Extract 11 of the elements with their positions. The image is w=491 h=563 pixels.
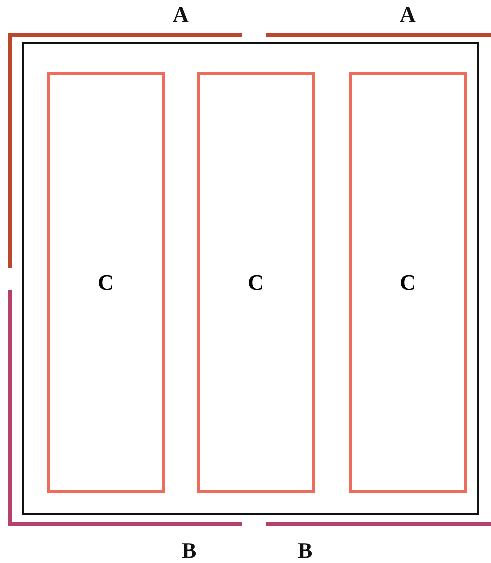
panel-box bbox=[197, 72, 315, 493]
bracket-label: B bbox=[182, 538, 197, 563]
bracket-label: A bbox=[173, 2, 189, 28]
panel-label: C bbox=[248, 270, 264, 296]
outer-frame bbox=[22, 42, 479, 515]
panel-box bbox=[47, 72, 165, 493]
panel-label: C bbox=[400, 270, 416, 296]
panel-box bbox=[349, 72, 467, 493]
bracket-label: B bbox=[298, 538, 313, 563]
bracket-label: A bbox=[400, 2, 416, 28]
panel-label: C bbox=[98, 270, 114, 296]
